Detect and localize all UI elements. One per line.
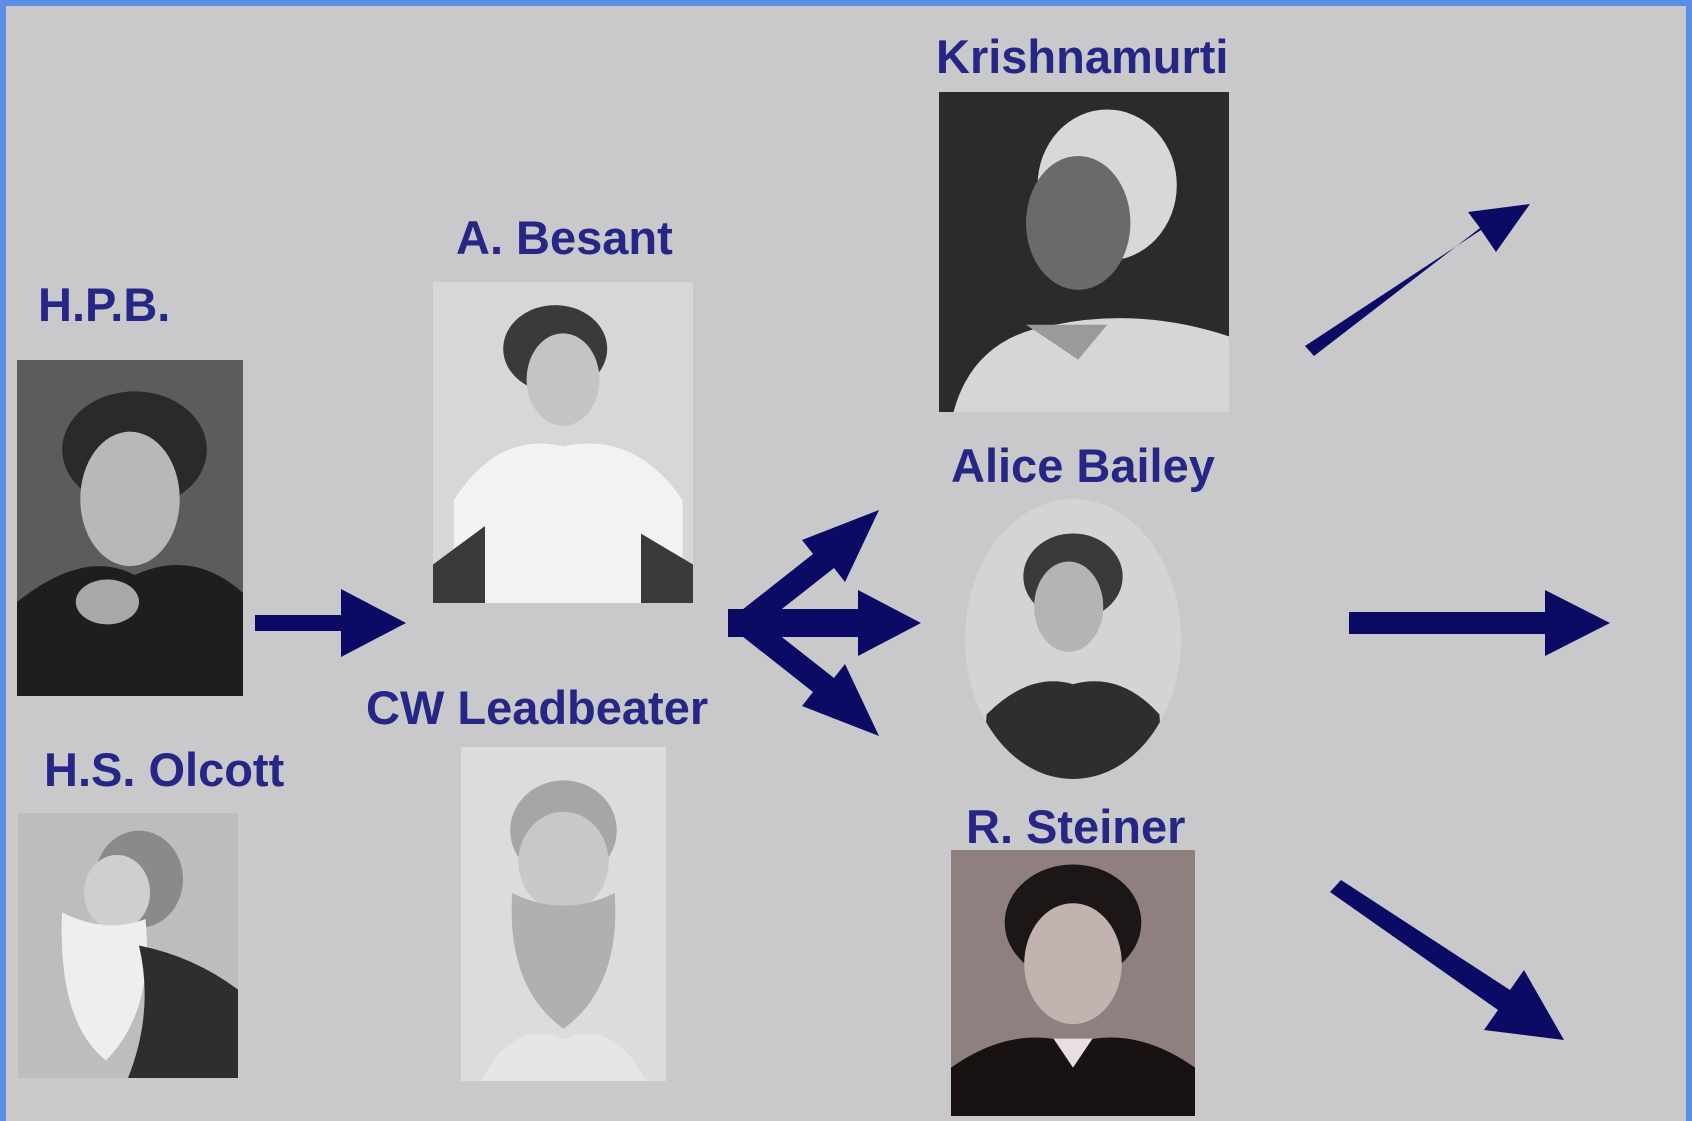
label-bailey: Alice Bailey	[951, 439, 1215, 492]
photo-bailey	[965, 499, 1181, 779]
photo-leadbeater	[461, 747, 666, 1081]
photo-hpb	[17, 360, 243, 696]
label-besant: A. Besant	[456, 211, 673, 264]
photo-besant	[433, 282, 693, 603]
label-olcott: H.S. Olcott	[44, 743, 285, 796]
arrow-hpb-to-besant	[255, 589, 406, 657]
label-leadbeater: CW Leadbeater	[366, 681, 709, 734]
label-krishnamurti: Krishnamurti	[936, 30, 1229, 83]
arrow-right-down	[1330, 880, 1564, 1040]
arrows-layer	[255, 204, 1610, 1040]
arrow-fork-down	[728, 612, 879, 736]
diagram-canvas: H.P.B. H.S. Olcott A. Besant CW Leadbeat…	[6, 6, 1686, 1121]
photo-krishnamurti	[939, 92, 1229, 412]
label-hpb: H.P.B.	[38, 278, 171, 331]
arrow-right-middle	[1349, 590, 1610, 656]
arrow-right-up	[1305, 204, 1530, 356]
arrow-fork-middle	[728, 590, 921, 656]
photo-olcott	[18, 813, 238, 1078]
label-steiner: R. Steiner	[966, 800, 1186, 853]
arrow-fork-up	[728, 510, 879, 634]
photo-steiner	[951, 850, 1195, 1116]
